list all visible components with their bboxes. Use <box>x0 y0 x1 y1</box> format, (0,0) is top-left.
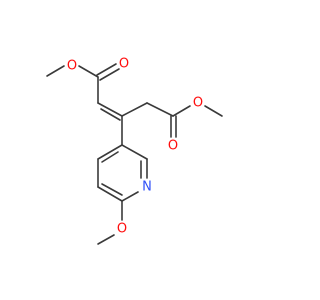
bond-c-ch2 <box>121 102 148 117</box>
bond-bottom-o-methyl <box>97 234 115 245</box>
ring-bond-c5-c6 <box>97 186 123 202</box>
oxygen-top-methoxy: O <box>67 59 77 74</box>
structure-svg: O O O O N O <box>46 57 223 245</box>
bond-right-carbonylc-o <box>172 105 191 117</box>
bond-top-methyl-o <box>46 65 65 77</box>
molecule-diagram: O O O O N O <box>46 57 223 245</box>
ring-bond-c5-c6-inner <box>101 183 123 196</box>
ring-bond-c3-c4-inner <box>101 151 119 163</box>
bond-top-o-carbonylc <box>78 65 99 78</box>
bond-top-c-o-double-1 <box>96 63 117 76</box>
oxygen-top-carbonyl: O <box>119 57 129 72</box>
nitrogen-ring: N <box>142 180 152 195</box>
ring-bond-c6-n <box>121 191 139 202</box>
oxygen-right-methoxy: O <box>193 96 203 111</box>
oxygen-bottom-methoxy: O <box>117 222 127 237</box>
bond-ch2-carbonylc <box>146 102 174 117</box>
bond-top-c-o-double-2 <box>99 68 120 81</box>
bond-ch-c-double-2 <box>100 108 121 121</box>
oxygen-right-carbonyl: O <box>168 139 178 154</box>
ring-bond-c2-c3 <box>121 144 148 160</box>
bond-right-o-methyl <box>204 105 223 117</box>
bond-ch-c-double-1 <box>97 102 123 117</box>
ring-bond-c3-c4 <box>97 144 123 160</box>
